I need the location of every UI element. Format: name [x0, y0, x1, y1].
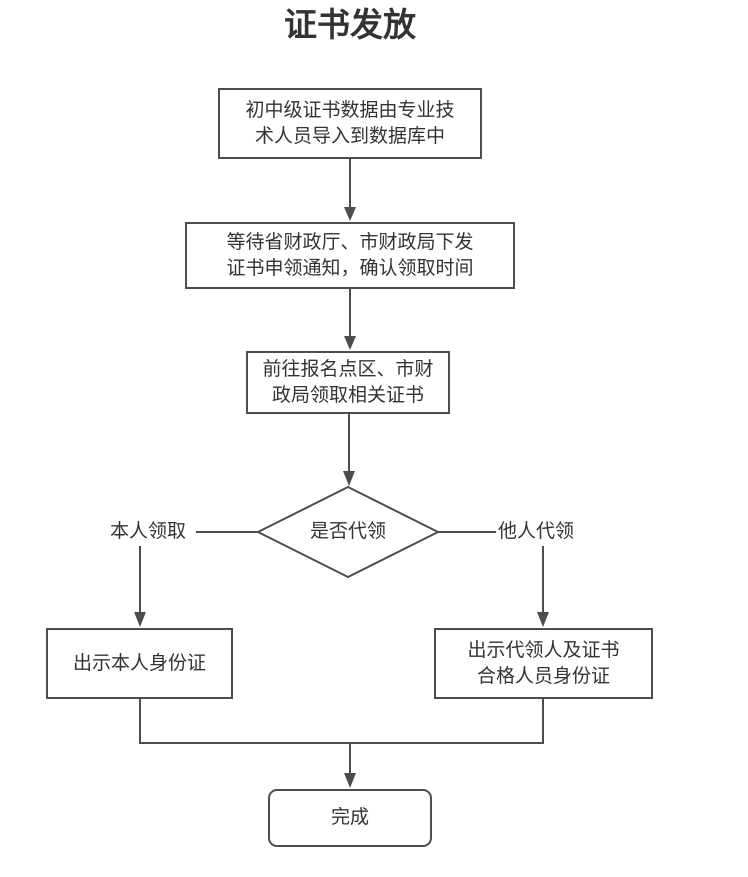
- node-decision-label: 是否代领: [278, 519, 418, 545]
- node-show-own-id: 出示本人身份证: [46, 628, 233, 699]
- node-wait-notice: 等待省财政厅、市财政局下发 证书申领通知，确认领取时间: [185, 222, 515, 289]
- node-show-own-id-label: 出示本人身份证: [72, 652, 206, 674]
- node-wait-notice-label: 等待省财政厅、市财政局下发 证书申领通知，确认领取时间: [226, 231, 474, 279]
- merge-connector: [139, 699, 544, 744]
- edge-label-self-collect: 本人领取: [100, 519, 196, 545]
- decision-text: 是否代领: [309, 521, 386, 542]
- edge-label-proxy-collect-text: 他人代领: [497, 521, 574, 542]
- diagram-title: 证书发放: [284, 6, 416, 43]
- arrowhead-into-step3: [344, 336, 356, 350]
- edge-label-proxy-collect: 他人代领: [496, 519, 576, 545]
- arrowhead-into-decision: [343, 471, 355, 486]
- node-finish-label: 完成: [330, 807, 369, 828]
- node-import-data-label: 初中级证书数据由专业技 术人员导入到数据库中: [245, 99, 455, 147]
- decision-diamond-shape: [255, 485, 441, 579]
- node-show-proxy-id-label: 出示代领人及证书 合格人员身份证: [467, 639, 620, 687]
- arrowhead-into-end: [344, 773, 356, 788]
- node-go-collect: 前往报名点区、市财 政局领取相关证书: [246, 351, 450, 414]
- node-show-proxy-id: 出示代领人及证书 合格人员身份证: [434, 628, 653, 699]
- arrowhead-into-left-box: [134, 612, 146, 627]
- arrowhead-into-right-box: [537, 612, 549, 627]
- node-go-collect-label: 前往报名点区、市财 政局领取相关证书: [262, 358, 434, 406]
- node-finish: 完成: [268, 789, 432, 847]
- edge-label-self-collect-text: 本人领取: [109, 521, 186, 542]
- arrowhead-into-step2: [344, 207, 356, 221]
- node-import-data: 初中级证书数据由专业技 术人员导入到数据库中: [218, 88, 482, 159]
